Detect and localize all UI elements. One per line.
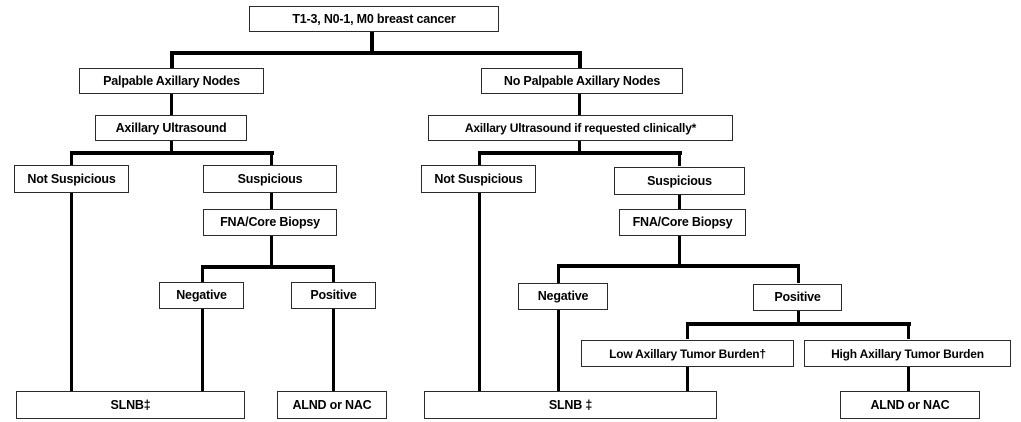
node-high-axillary-tumor-burden[interactable]: High Axillary Tumor Burden (804, 340, 1011, 367)
edge-left-pos-drop (332, 265, 335, 283)
edge-right-nopalp-to-us (578, 93, 581, 116)
edge-right-lowburden-to-slnb (686, 367, 689, 392)
node-left-negative[interactable]: Negative (159, 282, 244, 309)
edge-right-notsusp-drop (478, 151, 481, 166)
edge-right-susp-to-fna (678, 192, 681, 210)
edge-right-neg-drop (557, 264, 560, 283)
node-left-not-suspicious[interactable]: Not Suspicious (14, 165, 129, 193)
edge-right-fna-down (678, 235, 681, 266)
edge-right-pos-down (797, 308, 800, 325)
node-low-axillary-tumor-burden[interactable]: Low Axillary Tumor Burden† (581, 340, 794, 367)
node-root[interactable]: T1-3, N0-1, M0 breast cancer (249, 6, 499, 32)
edge-top-right-drop (578, 51, 582, 68)
edge-left-us-split-bar (70, 151, 274, 155)
edge-top-left-drop (170, 51, 174, 68)
node-left-alnd-or-nac[interactable]: ALND or NAC (277, 391, 387, 419)
node-left-suspicious[interactable]: Suspicious (203, 165, 337, 193)
edge-right-neg-to-slnb (557, 308, 560, 392)
edge-right-us-down (578, 140, 581, 154)
edge-right-notsusp-to-slnb (478, 192, 481, 392)
edge-left-pos-to-alnd (332, 308, 335, 392)
node-right-negative[interactable]: Negative (518, 283, 608, 310)
node-right-fna-core-biopsy[interactable]: FNA/Core Biopsy (619, 209, 746, 236)
edge-top-split-bar (170, 51, 582, 55)
edge-left-susp-to-fna (270, 192, 273, 210)
edge-right-us-split-bar (478, 151, 682, 155)
node-right-not-suspicious[interactable]: Not Suspicious (421, 165, 536, 193)
edge-right-pos-drop (797, 264, 800, 283)
edge-right-burden-split-bar (686, 322, 911, 326)
edge-right-susp-drop (678, 151, 681, 166)
node-left-fna-core-biopsy[interactable]: FNA/Core Biopsy (203, 209, 337, 236)
node-right-axillary-ultrasound[interactable]: Axillary Ultrasound if requested clinica… (428, 115, 733, 141)
edge-right-highburden-drop (907, 322, 910, 339)
node-left-axillary-ultrasound[interactable]: Axillary Ultrasound (95, 115, 247, 141)
node-right-slnb[interactable]: SLNB ‡ (424, 391, 717, 419)
edge-left-neg-drop (201, 265, 204, 283)
node-right-positive[interactable]: Positive (753, 284, 842, 311)
edge-left-us-down (170, 140, 173, 154)
edge-left-fna-split-bar (201, 265, 335, 269)
node-left-slnb[interactable]: SLNB‡ (16, 391, 245, 419)
edge-right-lowburden-drop (686, 322, 689, 339)
edge-left-fna-down (270, 235, 273, 268)
edge-right-highburden-to-alnd (907, 367, 910, 392)
edge-right-fna-split-bar (557, 264, 800, 268)
node-right-alnd-or-nac[interactable]: ALND or NAC (840, 391, 980, 419)
edge-left-susp-drop (270, 151, 273, 166)
edge-left-notsusp-to-slnb (70, 192, 73, 392)
edge-root-down (370, 30, 374, 54)
edge-left-notsusp-drop (70, 151, 73, 166)
edge-left-neg-to-slnb (201, 308, 204, 392)
edge-left-palpable-to-us (170, 93, 173, 116)
node-palpable-axillary-nodes[interactable]: Palpable Axillary Nodes (79, 68, 264, 94)
node-left-positive[interactable]: Positive (291, 282, 376, 309)
node-no-palpable-axillary-nodes[interactable]: No Palpable Axillary Nodes (481, 68, 683, 94)
node-right-suspicious[interactable]: Suspicious (614, 167, 745, 195)
